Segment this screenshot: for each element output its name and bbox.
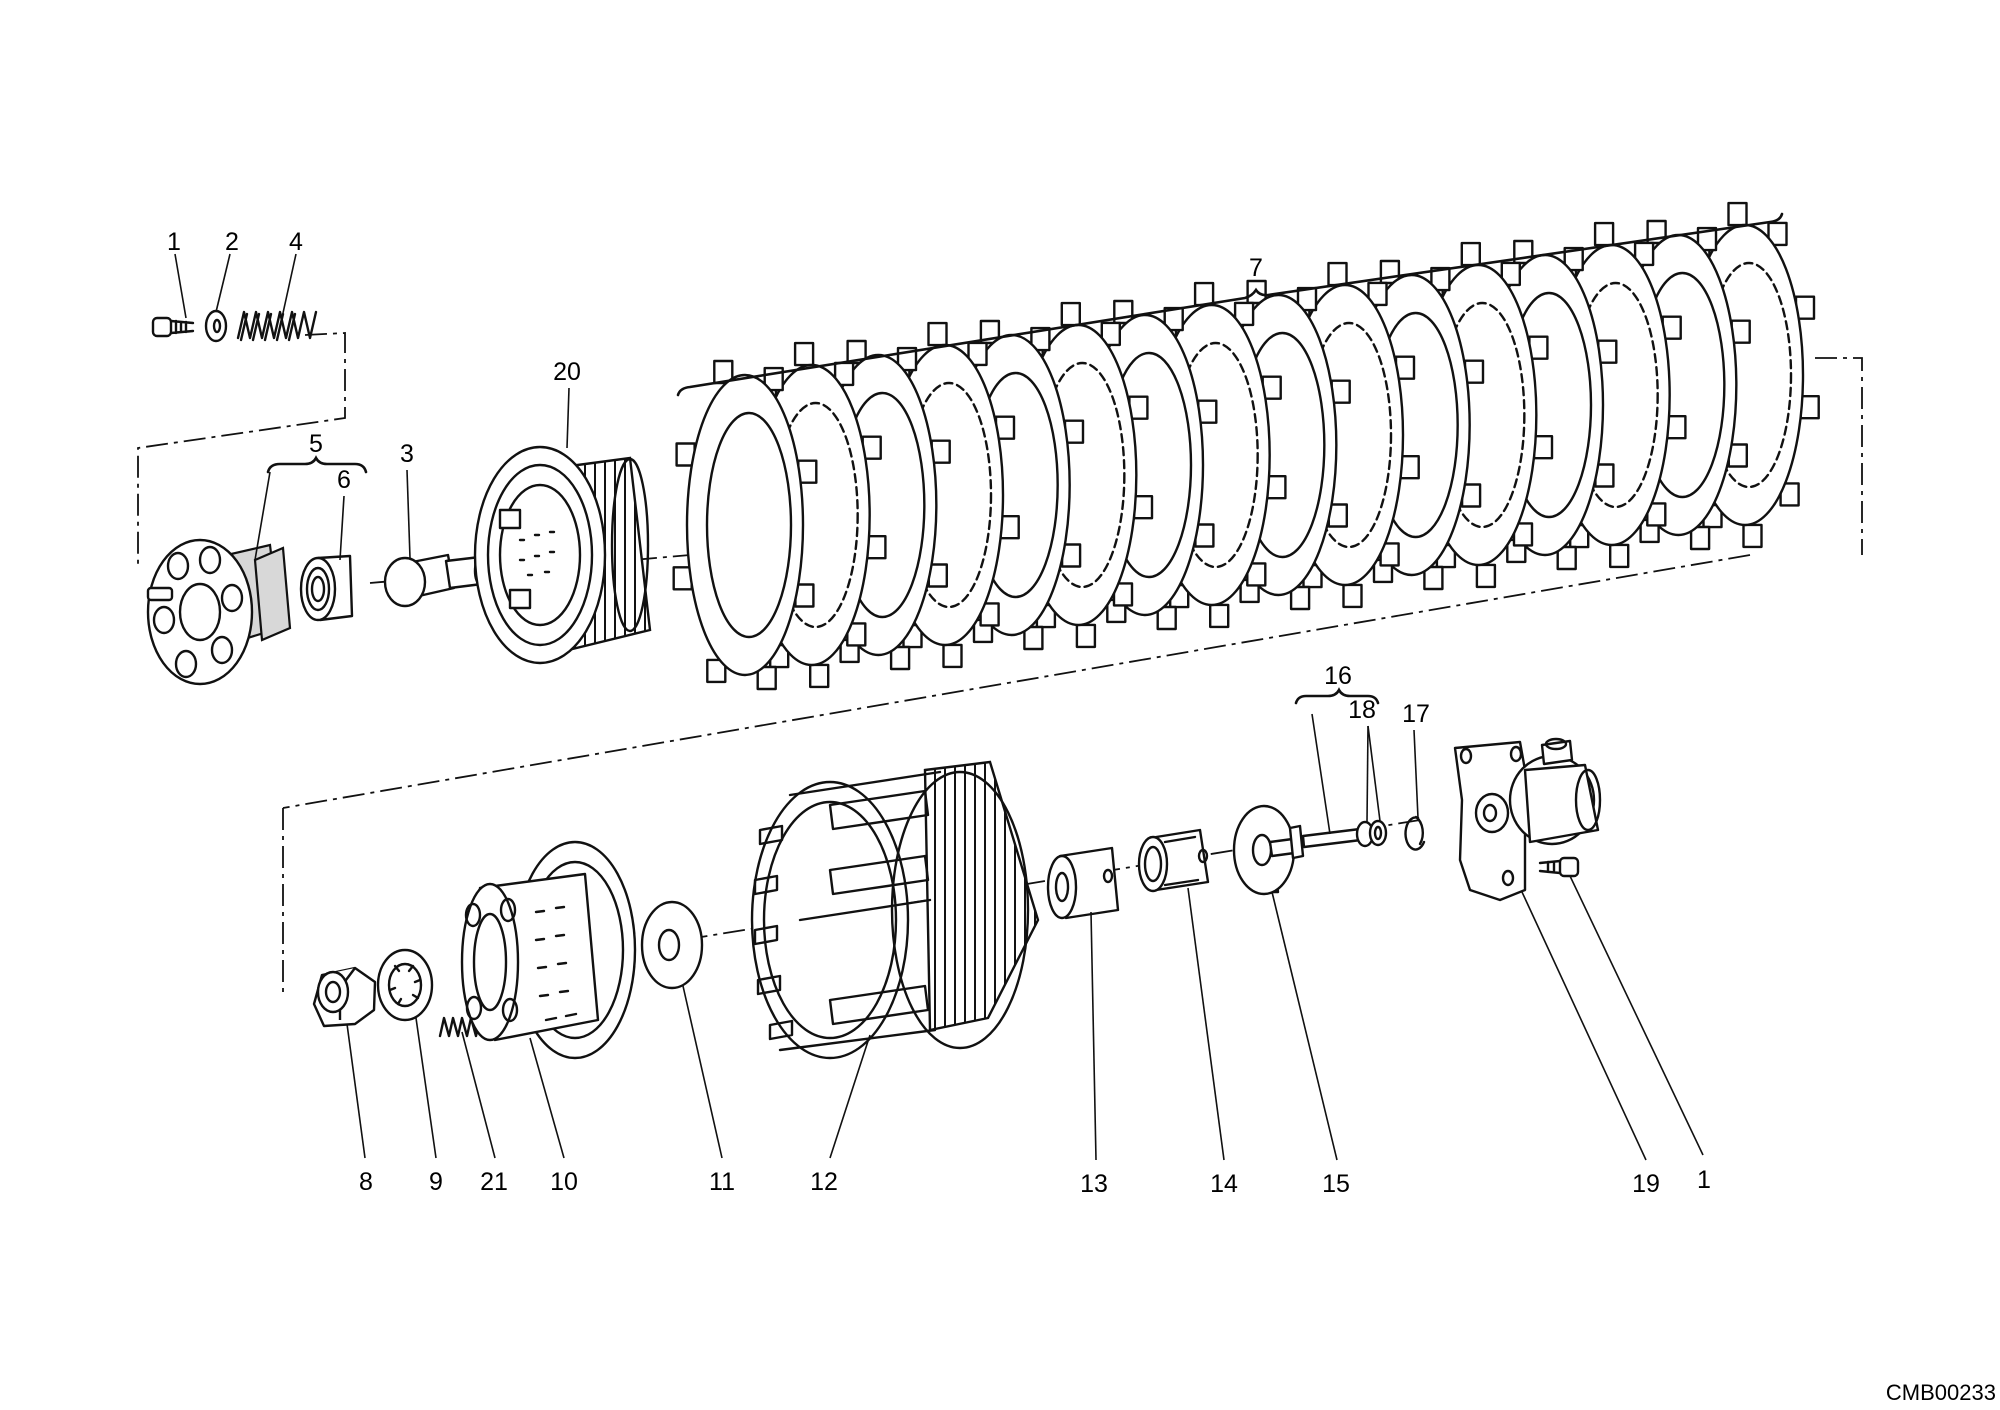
- pushrod-part-3: [383, 553, 487, 608]
- plate-tab: [889, 645, 911, 671]
- clutch-plate-stack-part-7: [672, 201, 1820, 691]
- callout-10: 10: [550, 1168, 578, 1196]
- leader-lines: [174, 253, 1704, 1161]
- needle-bearing-part-14: [1137, 828, 1210, 893]
- brace-part-16: [1294, 687, 1380, 705]
- plate-tab: [927, 321, 948, 347]
- plate-tab: [1556, 545, 1577, 571]
- callout-13: 13: [1080, 1170, 1108, 1198]
- plate-outer-ring: [685, 373, 805, 677]
- plate-tab: [1100, 321, 1122, 347]
- plate-tab: [1208, 603, 1230, 629]
- plate-tab: [967, 341, 988, 367]
- plate-tab: [1608, 543, 1630, 569]
- plate-tab: [1289, 585, 1311, 611]
- plate-tab: [706, 658, 727, 684]
- callout-12: 12: [810, 1168, 838, 1196]
- plate-inner-ring: [705, 411, 793, 639]
- plate-tab: [1075, 623, 1097, 649]
- plate-tab: [1060, 301, 1082, 327]
- plate-tab: [1367, 281, 1388, 307]
- plate-tab: [756, 665, 777, 691]
- nut-part-8: [312, 966, 377, 1028]
- callout-18: 18: [1348, 696, 1376, 724]
- callout-3: 3: [400, 440, 414, 468]
- plate-tab: [942, 643, 963, 669]
- pressure-plate-part-5: [146, 538, 292, 686]
- brace-part-7: [676, 212, 1784, 397]
- plate-tab: [1163, 306, 1184, 332]
- plate-tab: [1633, 241, 1655, 267]
- plate-tab: [1423, 565, 1444, 591]
- plate-tab: [1727, 201, 1748, 227]
- plate-tab: [1742, 523, 1763, 549]
- diagram-code: CMB00233: [1886, 1380, 1996, 1405]
- clutch-basket-part-12: [750, 760, 1040, 1060]
- plate-tab: [1342, 583, 1363, 609]
- callout-11: 11: [709, 1168, 735, 1196]
- callout-1-upper: 1: [167, 228, 181, 256]
- circlip-part-17: [1404, 815, 1426, 851]
- callout-14: 14: [1210, 1170, 1238, 1198]
- callout-4: 4: [289, 228, 303, 256]
- bolt-part-1-lower: [1538, 856, 1580, 878]
- plate-tab: [1689, 525, 1711, 551]
- washer-part-2: [204, 309, 228, 343]
- clutch-hub-part-20: [473, 445, 652, 665]
- callout-15: 15: [1322, 1170, 1350, 1198]
- plate-tab: [1767, 221, 1788, 247]
- plate-tab: [1430, 266, 1451, 292]
- plate-tab: [1460, 241, 1482, 267]
- callout-2: 2: [225, 228, 239, 256]
- sleeve-part-13: [1046, 846, 1120, 920]
- spring-part-4: [236, 310, 318, 342]
- callout-20: 20: [553, 358, 581, 386]
- callout-9: 9: [429, 1168, 443, 1196]
- plate-tab: [1500, 261, 1522, 287]
- plate-tab: [1593, 221, 1615, 247]
- callout-16: 16: [1324, 662, 1352, 690]
- o-rings-part-18: [1355, 819, 1388, 848]
- callout-21: 21: [480, 1168, 508, 1196]
- tab-washer-part-9: [376, 948, 434, 1022]
- callout-7: 7: [1249, 254, 1263, 282]
- plate-tab: [1023, 625, 1044, 651]
- plate-tab: [1030, 326, 1051, 352]
- plate-tab: [793, 341, 815, 367]
- steel-plate: [672, 359, 818, 691]
- callout-17: 17: [1402, 700, 1430, 728]
- plate-tab: [1233, 301, 1255, 327]
- callout-19: 19: [1632, 1170, 1660, 1198]
- plate-tab: [713, 359, 734, 385]
- callout-6: 6: [337, 466, 351, 494]
- brace-part-5: [266, 455, 368, 474]
- plate-tab: [1696, 226, 1718, 252]
- plate-tab: [1156, 605, 1177, 631]
- bolt-part-1-upper: [151, 316, 195, 338]
- inner-hub-part-10: [460, 840, 637, 1060]
- callout-1-lower: 1: [1697, 1166, 1711, 1194]
- callout-8: 8: [359, 1168, 373, 1196]
- plate-tab: [1193, 281, 1215, 307]
- thrust-washer-part-11: [640, 900, 704, 990]
- callout-labels: 1 2 4 20 5 6 3 7 16 18 17 8 9 21 10 11 1…: [167, 228, 1996, 1405]
- plate-tab: [1563, 246, 1584, 272]
- slave-cylinder-part-19: [1453, 737, 1602, 902]
- callout-5: 5: [309, 430, 323, 458]
- bearing-part-6: [299, 554, 354, 622]
- plate-tab: [846, 339, 867, 365]
- plate-tab: [1327, 261, 1348, 287]
- pushrod-part-16: [1268, 824, 1363, 860]
- plate-tab: [1475, 563, 1497, 589]
- plate-tab: [809, 663, 830, 689]
- disc-part-15: [1232, 804, 1296, 896]
